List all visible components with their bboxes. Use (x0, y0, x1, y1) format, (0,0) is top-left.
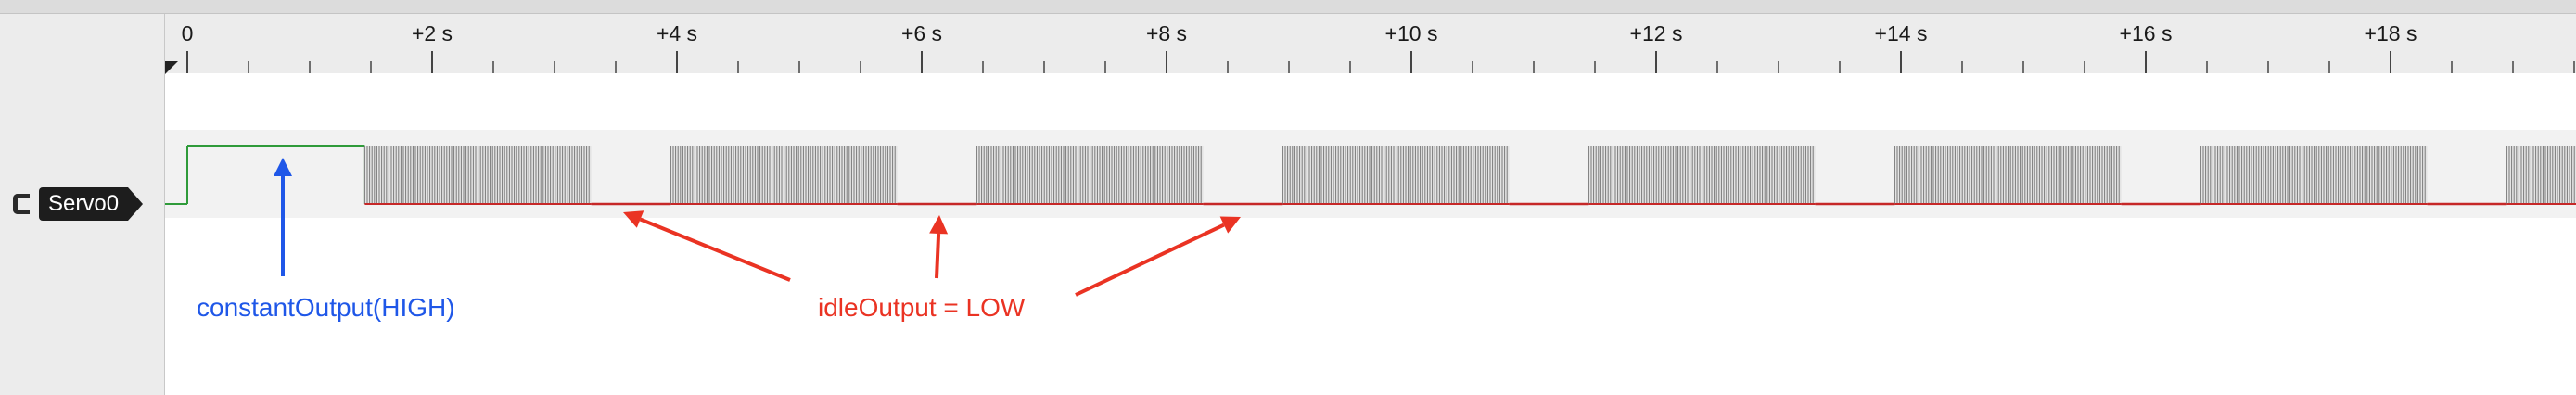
ruler-ticks: 0 +2 s +4 s +6 s +8 s +10 s +12 s +14 s +16 s +18… (182, 21, 2575, 73)
annotation-arrows (274, 158, 1241, 297)
pulse-burst (1894, 146, 2120, 204)
arrow-shaft (639, 217, 791, 282)
channel-label-servo0[interactable]: Servo0 (13, 187, 144, 221)
arrow-shaft (1075, 223, 1225, 297)
ruler-tick-label: +16 s (2120, 21, 2173, 45)
ruler-tick-label: +12 s (1630, 21, 1683, 45)
arrow-to-idle-low-2 (929, 215, 949, 279)
pulse-burst (670, 146, 896, 204)
channel-name-badge[interactable]: Servo0 (39, 187, 144, 221)
pulse-burst-bg (2506, 146, 2576, 204)
ruler-tick-label: +2 s (412, 21, 453, 45)
ruler-tick-label: +8 s (1146, 21, 1187, 45)
arrow-to-idle-low-3 (1075, 216, 1241, 297)
ruler-tick-label: 0 (182, 21, 194, 45)
arrow-head (623, 210, 644, 228)
ruler-tick-label: +14 s (1875, 21, 1928, 45)
pulse-burst (1588, 146, 1814, 204)
arrow-to-constant-high (274, 158, 292, 276)
pulse-burst (1282, 146, 1508, 204)
ruler-tick-label: +4 s (657, 21, 697, 45)
servo0-waveform (165, 145, 2576, 206)
ruler-tick-label: +6 s (901, 21, 942, 45)
arrow-shaft (935, 233, 941, 279)
window-top-strip (0, 0, 2576, 14)
ruler-tick-label: +18 s (2365, 21, 2417, 45)
pulse-burst (976, 146, 1202, 204)
arrow-head (274, 158, 292, 176)
annotation-idle-output: idleOutput = LOW (818, 293, 1026, 322)
channel-drag-handle-icon[interactable] (13, 194, 30, 214)
timeline-start-marker[interactable] (165, 61, 178, 74)
pulse-burst (363, 146, 590, 204)
arrow-to-idle-low-1 (623, 210, 791, 282)
time-ruler[interactable] (165, 14, 2576, 73)
pulse-burst (2200, 146, 2426, 204)
pulse-burst (2506, 146, 2575, 204)
annotation-constant-output: constantOutput(HIGH) (197, 293, 455, 322)
ruler-tick-label: +10 s (1385, 21, 1438, 45)
arrow-head (1219, 216, 1241, 234)
arrow-head (929, 215, 949, 235)
